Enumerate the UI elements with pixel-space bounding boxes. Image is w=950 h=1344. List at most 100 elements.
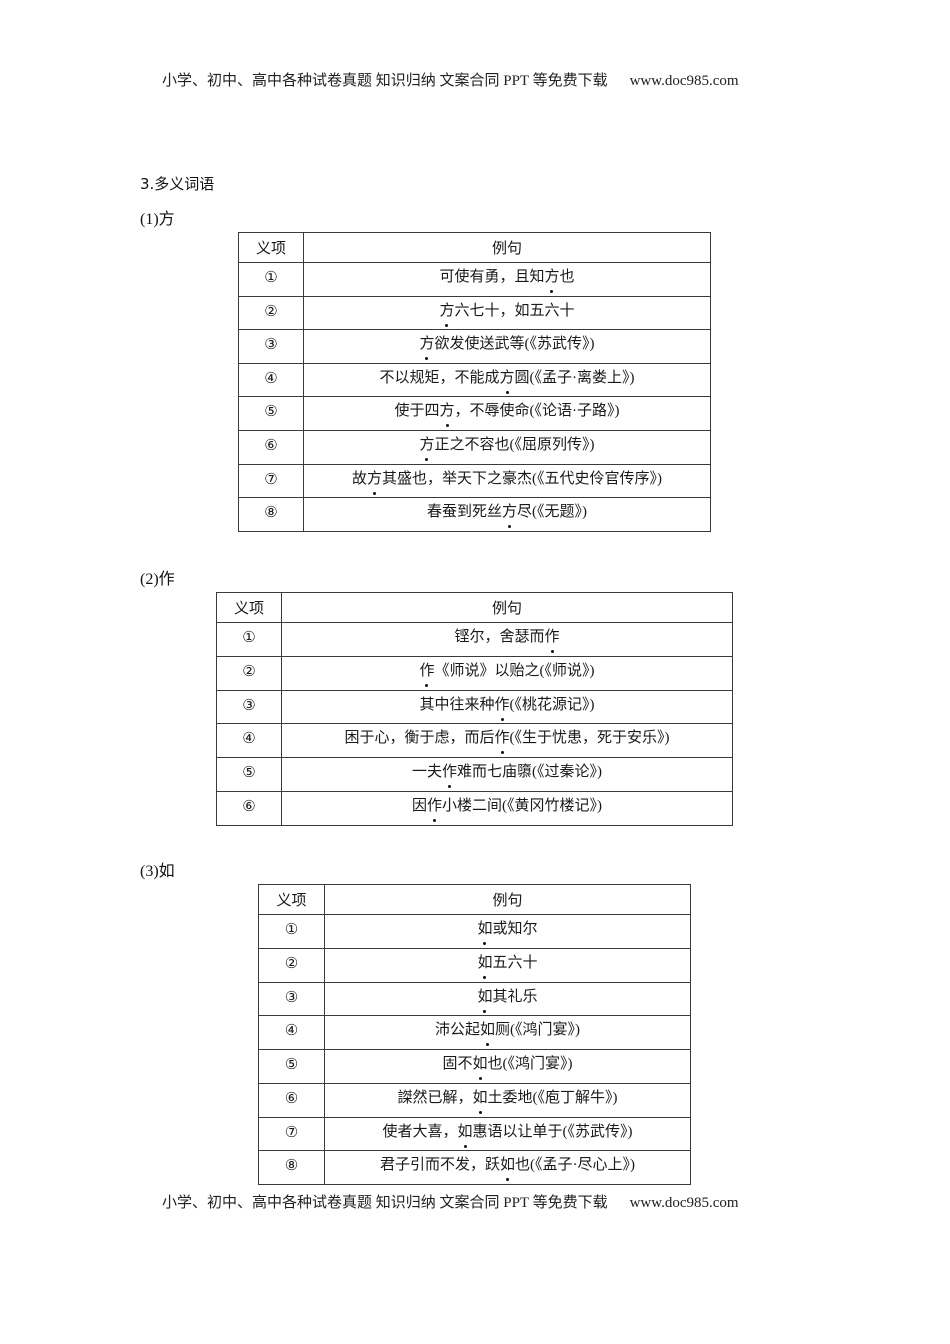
sentence-pre: 固不 xyxy=(442,1056,473,1072)
sense-number: ⑤ xyxy=(258,1049,325,1084)
sentence-pre: 铿尔，舍瑟而 xyxy=(454,629,545,645)
column-header-sense: 义项 xyxy=(216,592,282,623)
sentence-pre: 使于四 xyxy=(394,403,440,420)
emphasized-word: 方 xyxy=(367,470,383,495)
example-sentence: 铿尔，舍瑟而作 xyxy=(281,622,733,657)
sense-table-zuo: 义项 例句 ① 铿尔，舍瑟而作 ② 作《师说》以贻之(《师说》) ③ 其中往来种… xyxy=(216,592,733,826)
example-sentence: 不以规矩，不能成方圆(《孟子·离娄上》) xyxy=(303,362,711,398)
sentence-post: 或知尔 xyxy=(492,921,538,937)
emphasized-word: 作 xyxy=(442,764,458,789)
sense-number: ⑥ xyxy=(216,790,282,826)
table-row: ④ 困于心，衡于虑，而后作(《生于忧患，死于安乐》) xyxy=(216,723,733,759)
table-row: ⑥ 謋然已解，如土委地(《庖丁解牛》) xyxy=(258,1082,691,1118)
sense-number: ② xyxy=(216,655,282,691)
sentence-post: 厕(《鸿门宴》) xyxy=(495,1022,581,1039)
table-row: ⑥ 因作小楼二间(《黄冈竹楼记》) xyxy=(216,790,733,826)
sentence-pre: 沛公起 xyxy=(434,1022,480,1039)
emphasized-word: 方 xyxy=(502,504,518,529)
example-sentence: 其中往来种作(《桃花源记》) xyxy=(281,689,733,725)
emphasized-word: 如 xyxy=(477,988,493,1013)
table-row: ② 作《师说》以贻之(《师说》) xyxy=(216,655,733,691)
sentence-post: 尽(《无题》) xyxy=(517,504,588,521)
table-row: ④ 不以规矩，不能成方圆(《孟子·离娄上》) xyxy=(238,362,711,398)
emphasized-word: 作 xyxy=(494,696,510,721)
sentence-post: 正之不容也(《屈原列传》) xyxy=(434,436,595,453)
table-row: ⑧ 春蚕到死丝方尽(《无题》) xyxy=(238,497,711,532)
sense-number: ⑤ xyxy=(238,396,304,431)
sentence-pre: 君子引而不发，跃 xyxy=(379,1157,500,1174)
column-header-example: 例句 xyxy=(303,232,711,263)
example-sentence: 如五六十 xyxy=(324,947,691,983)
example-sentence: 困于心，衡于虑，而后作(《生于忧患，死于安乐》) xyxy=(281,723,733,759)
emphasized-word: 方 xyxy=(419,336,435,361)
sentence-post: 也(《鸿门宴》) xyxy=(487,1056,573,1072)
sentence-post: (《桃花源记》) xyxy=(509,696,595,713)
example-sentence: 方六七十，如五六十 xyxy=(303,295,711,331)
sense-number: ⑤ xyxy=(216,757,282,792)
sentence-pre: 困于心，衡于虑，而后 xyxy=(344,730,495,747)
example-sentence: 使者大喜，如惠语以让单于(《苏武传》) xyxy=(324,1116,691,1152)
emphasized-word: 如 xyxy=(477,954,493,979)
table-row: ⑥ 方正之不容也(《屈原列传》) xyxy=(238,429,711,465)
emphasized-word: 方 xyxy=(499,369,515,394)
sentence-pre: 春蚕到死丝 xyxy=(426,504,502,521)
sense-number: ③ xyxy=(258,981,325,1017)
sentence-post: 也(《孟子·尽心上》) xyxy=(515,1157,636,1174)
table-row: ② 方六七十，如五六十 xyxy=(238,295,711,331)
sense-number: ⑥ xyxy=(238,429,304,465)
footer-text: 小学、初中、高中各种试卷真题 知识归纳 文案合同 PPT 等免费下载 xyxy=(162,1195,608,1211)
sentence-post: 六七十，如五六十 xyxy=(454,302,575,319)
sentence-post: 《师说》以贻之(《师说》) xyxy=(434,662,595,679)
emphasized-word: 作 xyxy=(419,662,435,687)
table-row: ⑤ 一夫作难而七庙隳(《过秦论》) xyxy=(216,757,733,792)
footer-site: www.doc985.com xyxy=(629,1195,739,1211)
emphasized-word: 作 xyxy=(427,797,443,822)
column-header-sense: 义项 xyxy=(238,232,304,263)
sentence-post: 也 xyxy=(559,269,575,285)
example-sentence: 方正之不容也(《屈原列传》) xyxy=(303,429,711,465)
example-sentence: 使于四方，不辱使命(《论语·子路》) xyxy=(303,396,711,431)
sentence-pre: 不以规矩，不能成 xyxy=(379,369,500,386)
sentence-pre: 謋然已解， xyxy=(397,1089,473,1106)
emphasized-word: 如 xyxy=(500,1157,516,1182)
sense-number: ④ xyxy=(258,1015,325,1050)
sense-number: ⑦ xyxy=(258,1116,325,1152)
table-row: ③ 如其礼乐 xyxy=(258,981,691,1017)
table-row: ② 如五六十 xyxy=(258,947,691,983)
table-row: ③ 方欲发使送武等(《苏武传》) xyxy=(238,329,711,364)
sense-number: ⑧ xyxy=(238,497,304,532)
section-title: 3.多义词语 xyxy=(140,175,215,193)
emphasized-word: 作 xyxy=(494,730,510,755)
table-row: ① 可使有勇，且知方也 xyxy=(238,262,711,297)
sentence-post: 惠语以让单于(《苏武传》) xyxy=(472,1123,633,1140)
column-header-sense: 义项 xyxy=(258,884,325,915)
sense-number: ⑥ xyxy=(258,1082,325,1118)
page-footer: 小学、初中、高中各种试卷真题 知识归纳 文案合同 PPT 等免费下载 www.do… xyxy=(162,1191,802,1212)
example-sentence: 可使有勇，且知方也 xyxy=(303,262,711,297)
sense-number: ⑦ xyxy=(238,463,304,499)
emphasized-word: 方 xyxy=(439,302,455,327)
emphasized-word: 如 xyxy=(457,1123,473,1148)
sense-number: ① xyxy=(216,622,282,657)
sentence-pre: 使者大喜， xyxy=(382,1123,458,1140)
sentence-post: 欲发使送武等(《苏武传》) xyxy=(434,336,595,353)
example-sentence: 因作小楼二间(《黄冈竹楼记》) xyxy=(281,790,733,826)
sentence-pre: 其中往来种 xyxy=(419,696,495,713)
table-row: ⑧ 君子引而不发，跃如也(《孟子·尽心上》) xyxy=(258,1150,691,1185)
example-sentence: 作《师说》以贻之(《师说》) xyxy=(281,655,733,691)
sense-number: ④ xyxy=(238,362,304,398)
table-row: ⑤ 使于四方，不辱使命(《论语·子路》) xyxy=(238,396,711,431)
example-sentence: 沛公起如厕(《鸿门宴》) xyxy=(324,1015,691,1050)
example-sentence: 君子引而不发，跃如也(《孟子·尽心上》) xyxy=(324,1150,691,1185)
emphasized-word: 方 xyxy=(419,436,435,461)
example-sentence: 故方其盛也，举天下之豪杰(《五代史伶官传序》) xyxy=(303,463,711,499)
sense-number: ⑧ xyxy=(258,1150,325,1185)
example-sentence: 如其礼乐 xyxy=(324,981,691,1017)
sentence-pre: 因 xyxy=(411,797,427,814)
sentence-pre: 一夫 xyxy=(411,764,442,781)
example-sentence: 固不如也(《鸿门宴》) xyxy=(324,1049,691,1084)
header-text: 小学、初中、高中各种试卷真题 知识归纳 文案合同 PPT 等免费下载 xyxy=(162,73,608,89)
sentence-post: ，不辱使命(《论语·子路》) xyxy=(454,403,620,420)
emphasized-word: 如 xyxy=(480,1022,496,1047)
